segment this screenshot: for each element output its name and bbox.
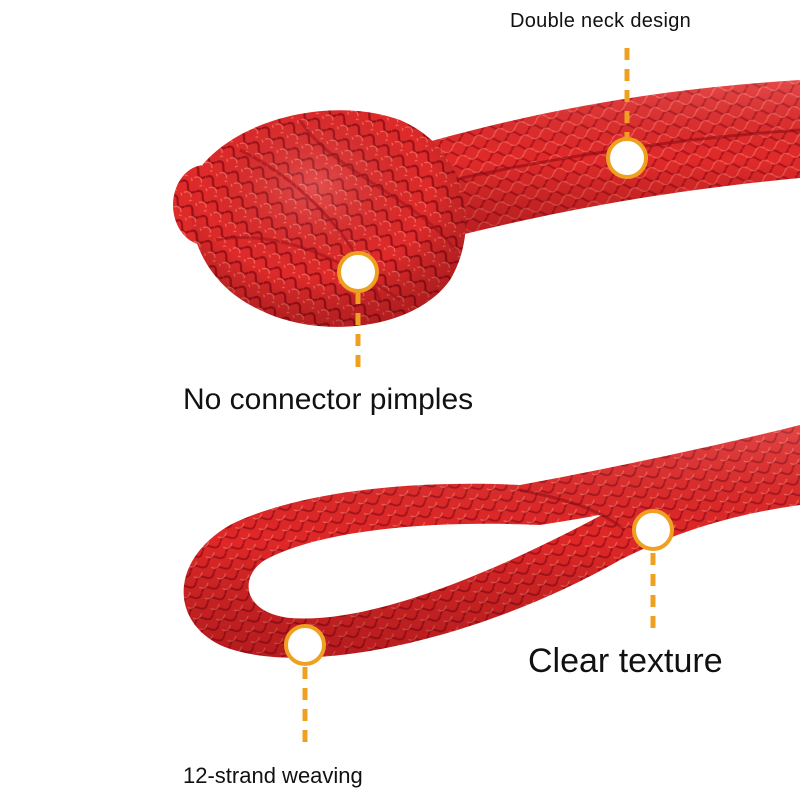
rope-neck (400, 80, 800, 240)
callout-label-double-neck: Double neck design (510, 10, 692, 32)
dot-12-strand (284, 624, 326, 666)
dot-no-connector (337, 251, 379, 293)
rope-eye-loop (183, 425, 800, 658)
callout-dots (284, 137, 674, 666)
callout-leaders (302, 48, 656, 750)
callout-label-12-strand: 12-strand weaving (183, 763, 363, 788)
callout-label-clear-texture: Clear texture (528, 642, 723, 680)
rope-knot (173, 110, 466, 327)
dot-double-neck (606, 137, 648, 179)
dot-clear-texture (632, 509, 674, 551)
callout-label-no-connector: No connector pimples (183, 383, 474, 416)
